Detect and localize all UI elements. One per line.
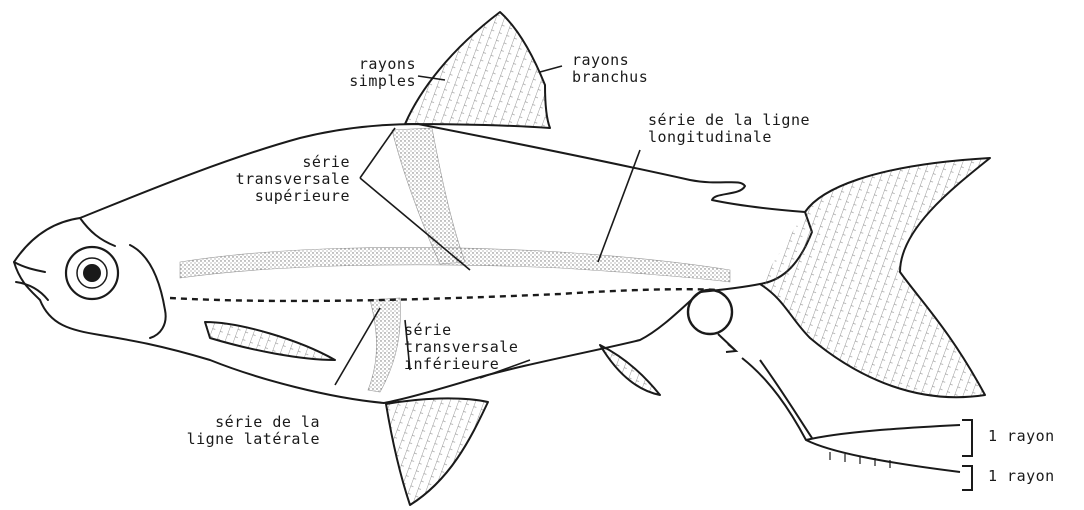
mouth <box>14 262 48 300</box>
detail-arrow <box>718 334 736 352</box>
detail-callout-circle <box>688 290 732 334</box>
anal-fin <box>386 398 488 505</box>
label-serie-transversale-inferieure: série transversale inférieure <box>404 322 518 373</box>
label-1-rayon-bottom: 1 rayon <box>988 468 1055 485</box>
dorsal-fin <box>405 12 550 128</box>
bracket-bottom <box>962 466 972 490</box>
label-serie-transversale-superieure: série transversale supérieure <box>200 154 350 205</box>
operculum <box>130 245 166 338</box>
pectoral-fin <box>205 322 335 360</box>
bracket-top <box>962 420 972 456</box>
pelvic-fin <box>600 345 660 395</box>
label-rayons-branchus: rayons branchus <box>572 52 648 86</box>
eye-pupil <box>84 265 100 281</box>
label-1-rayon-top: 1 rayon <box>988 428 1055 445</box>
lower-transverse-series <box>368 298 400 392</box>
label-serie-ligne-longitudinale: série de la ligne longitudinale <box>648 112 810 146</box>
label-serie-ligne-laterale: série de la ligne latérale <box>140 414 320 448</box>
upper-transverse-series <box>392 128 465 264</box>
label-rayons-simples: rayons simples <box>318 56 416 90</box>
lateral-line <box>170 289 720 301</box>
caudal-fin-upper <box>760 158 990 397</box>
